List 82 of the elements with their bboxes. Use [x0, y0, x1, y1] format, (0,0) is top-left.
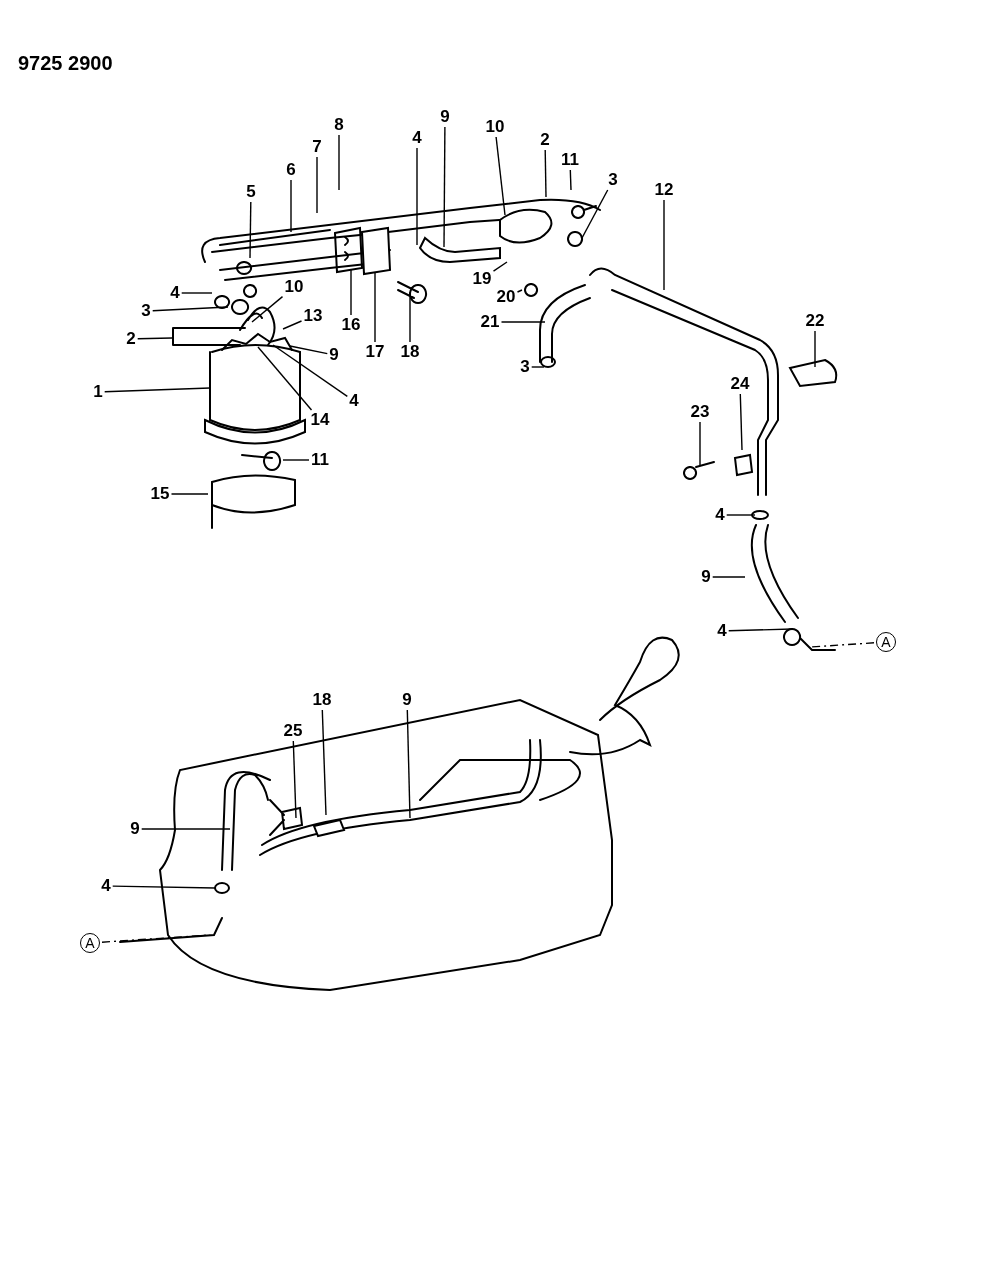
leader-line	[251, 295, 284, 323]
leader-line	[531, 366, 545, 368]
leader-line	[316, 156, 318, 214]
callout-number: 4	[717, 622, 727, 640]
callout-number: 18	[400, 343, 420, 361]
leader-line	[289, 345, 328, 355]
leader-line	[338, 134, 340, 191]
leader-line	[374, 272, 376, 343]
leader-line	[699, 421, 701, 466]
callout-number: 9	[130, 820, 140, 838]
leader-line	[249, 201, 252, 259]
callout-number: 4	[412, 129, 422, 147]
leader-line	[112, 885, 216, 889]
callout-number: 10	[485, 118, 505, 136]
callout-number: 9	[329, 346, 339, 364]
leader-line	[406, 709, 411, 819]
callout-number: 8	[334, 116, 344, 134]
callout-number: 21	[480, 313, 500, 331]
callout-number: 5	[246, 183, 256, 201]
leader-line	[104, 387, 211, 393]
callout-number: 15	[150, 485, 170, 503]
leader-line	[663, 199, 665, 291]
callout-number: 3	[608, 171, 618, 189]
callout-number: 17	[365, 343, 385, 361]
leader-line	[141, 828, 231, 830]
leader-line	[416, 147, 418, 246]
callout-number: 4	[170, 284, 180, 302]
callout-number: 10	[284, 278, 304, 296]
callout-number: 16	[341, 316, 361, 334]
leader-line	[492, 261, 508, 272]
leader-line	[581, 189, 609, 239]
leader-line	[292, 740, 297, 819]
leader-line	[282, 320, 303, 330]
callout-number: 18	[312, 691, 332, 709]
leader-line	[409, 291, 411, 343]
leader-line	[544, 149, 547, 198]
callout-number: 25	[283, 722, 303, 740]
callout-number: 7	[312, 138, 322, 156]
leader-line	[170, 493, 209, 495]
leader-line	[809, 642, 875, 648]
leader-line	[137, 337, 173, 340]
leader-line	[712, 576, 746, 578]
leader-line	[726, 514, 756, 516]
callout-number: 1	[93, 383, 103, 401]
callout-number: 24	[730, 375, 750, 393]
leader-line	[350, 269, 352, 316]
callout-number: 3	[141, 302, 151, 320]
callout-number: 4	[715, 506, 725, 524]
leader-line	[739, 393, 743, 451]
leader-line	[321, 709, 327, 816]
callout-number: 2	[126, 330, 136, 348]
callout-number: 9	[701, 568, 711, 586]
callout-number: 6	[286, 161, 296, 179]
leader-line	[443, 126, 446, 248]
callout-number: 3	[520, 358, 530, 376]
callout-number: 20	[496, 288, 516, 306]
leader-line	[181, 292, 213, 294]
callout-number: 13	[303, 307, 323, 325]
callout-number: 14	[310, 411, 330, 429]
callout-number: 23	[690, 403, 710, 421]
callout-number: 9	[440, 108, 450, 126]
callout-number: 2	[540, 131, 550, 149]
leader-line	[495, 136, 506, 216]
leader-line	[272, 344, 348, 397]
callout-number: 11	[311, 451, 329, 469]
leader-line	[569, 169, 572, 191]
leader-line	[282, 459, 310, 461]
leader-line	[257, 346, 313, 411]
leader-line	[814, 330, 816, 368]
leader-line	[728, 628, 793, 632]
leader-line	[152, 306, 229, 312]
callout-number: 12	[654, 181, 674, 199]
callout-number: 11	[561, 151, 579, 169]
leader-line	[516, 289, 523, 293]
leader-line	[290, 179, 292, 233]
callout-number: 19	[472, 270, 492, 288]
callout-number: 9	[402, 691, 412, 709]
callout-number: 22	[805, 312, 825, 330]
callout-number: 4	[349, 392, 359, 410]
drawing-number: 9725 2900	[18, 52, 113, 75]
leader-line	[500, 321, 546, 323]
callout-number: 4	[101, 877, 111, 895]
